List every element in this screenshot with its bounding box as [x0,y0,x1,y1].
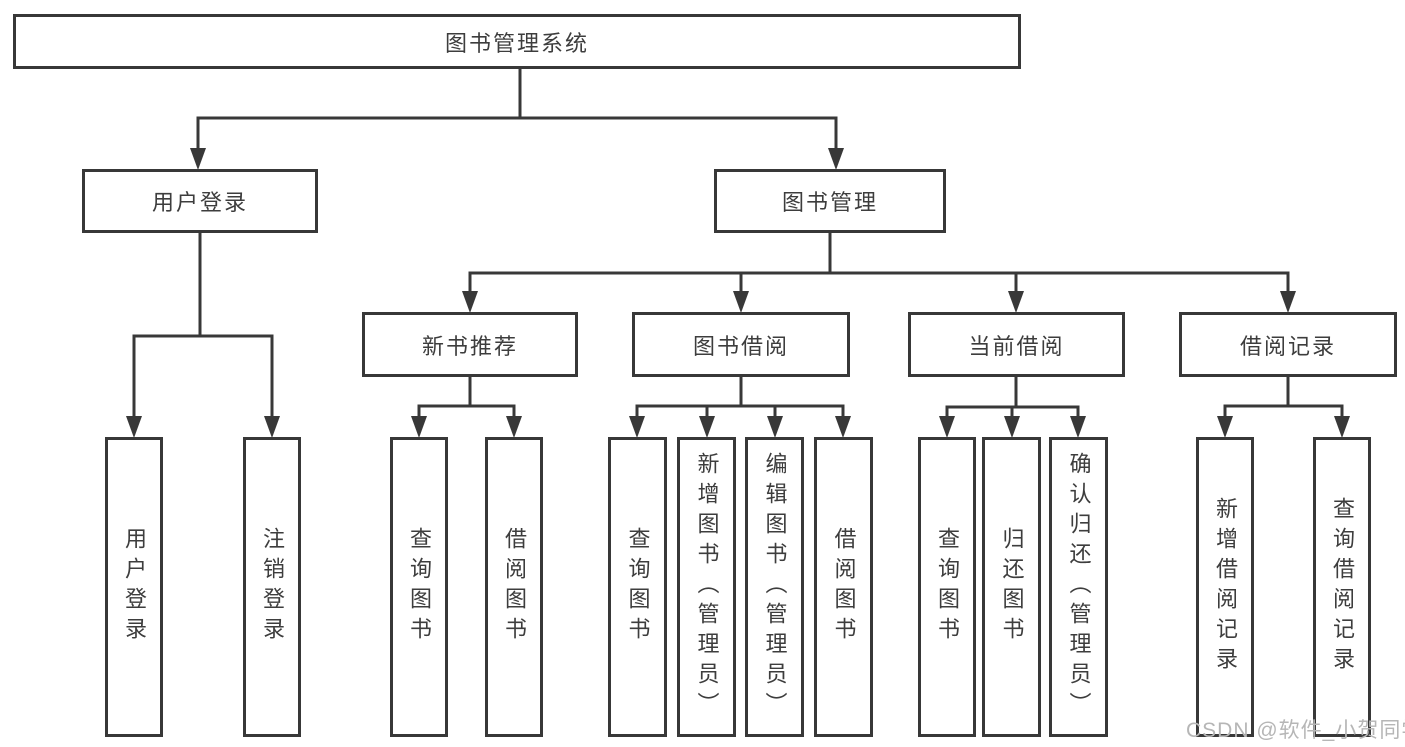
leaf-recommend-borrow-books: 借阅图书 [485,437,543,737]
node-user-login: 用户登录 [82,169,318,233]
node-borrow-records-label: 借阅记录 [1239,333,1336,359]
leaf-current-query-books: 查询图书 [918,437,976,737]
leaf-borrow-books-label: 借阅图书 [831,527,857,647]
leaf-query-borrow-record-label: 查询借阅记录 [1330,497,1355,677]
leaf-add-books-admin-label: 新增图书（管理员） [694,452,720,722]
leaf-confirm-return-admin-label: 确认归还（管理员） [1066,452,1092,722]
connector-borrow-records-to-leaves [1217,375,1350,438]
connector-user-login-to-leaves [126,231,280,438]
leaf-edit-books-admin: 编辑图书（管理员） [745,437,804,737]
node-new-book-recommend: 新书推荐 [362,312,578,377]
leaf-user-login: 用户登录 [105,437,163,737]
node-new-book-recommend-label: 新书推荐 [421,333,518,359]
leaf-current-query-books-label: 查询图书 [935,527,960,647]
node-current-borrow-label: 当前借阅 [968,333,1065,359]
connector-current-borrow-to-leaves [939,375,1086,438]
node-borrow-records: 借阅记录 [1179,312,1397,377]
leaf-recommend-query-books-label: 查询图书 [407,527,432,647]
node-book-management: 图书管理 [714,169,946,233]
leaf-return-books-label: 归还图书 [999,527,1025,647]
leaf-add-books-admin: 新增图书（管理员） [677,437,736,737]
leaf-return-books: 归还图书 [982,437,1041,737]
node-current-borrow: 当前借阅 [908,312,1125,377]
connector-book-borrow-to-leaves [629,375,851,438]
watermark: CSDN @软件_小贺同学 [1186,719,1405,742]
leaf-query-borrow-record: 查询借阅记录 [1313,437,1371,737]
connector-root-to-level2 [190,66,844,170]
connector-new-book-rec-to-leaves [411,375,522,438]
leaf-add-borrow-record-label: 新增借阅记录 [1213,497,1238,677]
leaf-confirm-return-admin: 确认归还（管理员） [1049,437,1108,737]
leaf-recommend-borrow-books-label: 借阅图书 [502,527,527,647]
node-root-label: 图书管理系统 [444,30,589,56]
leaf-borrow-query-books: 查询图书 [608,437,667,737]
leaf-borrow-books: 借阅图书 [814,437,873,737]
leaf-borrow-query-books-label: 查询图书 [625,527,651,647]
node-user-login-label: 用户登录 [151,190,248,215]
leaf-logout-login-label: 注销登录 [260,527,285,647]
leaf-add-borrow-record: 新增借阅记录 [1196,437,1254,737]
connector-book-management-to-level3 [462,231,1296,313]
leaf-edit-books-admin-label: 编辑图书（管理员） [762,452,788,722]
node-book-borrow-label: 图书借阅 [692,333,789,359]
leaf-logout-login: 注销登录 [243,437,301,737]
node-book-borrow: 图书借阅 [632,312,850,377]
node-book-management-label: 图书管理 [781,190,878,215]
leaf-recommend-query-books: 查询图书 [390,437,448,737]
node-root: 图书管理系统 [13,14,1021,69]
leaf-user-login-label: 用户登录 [122,527,147,647]
